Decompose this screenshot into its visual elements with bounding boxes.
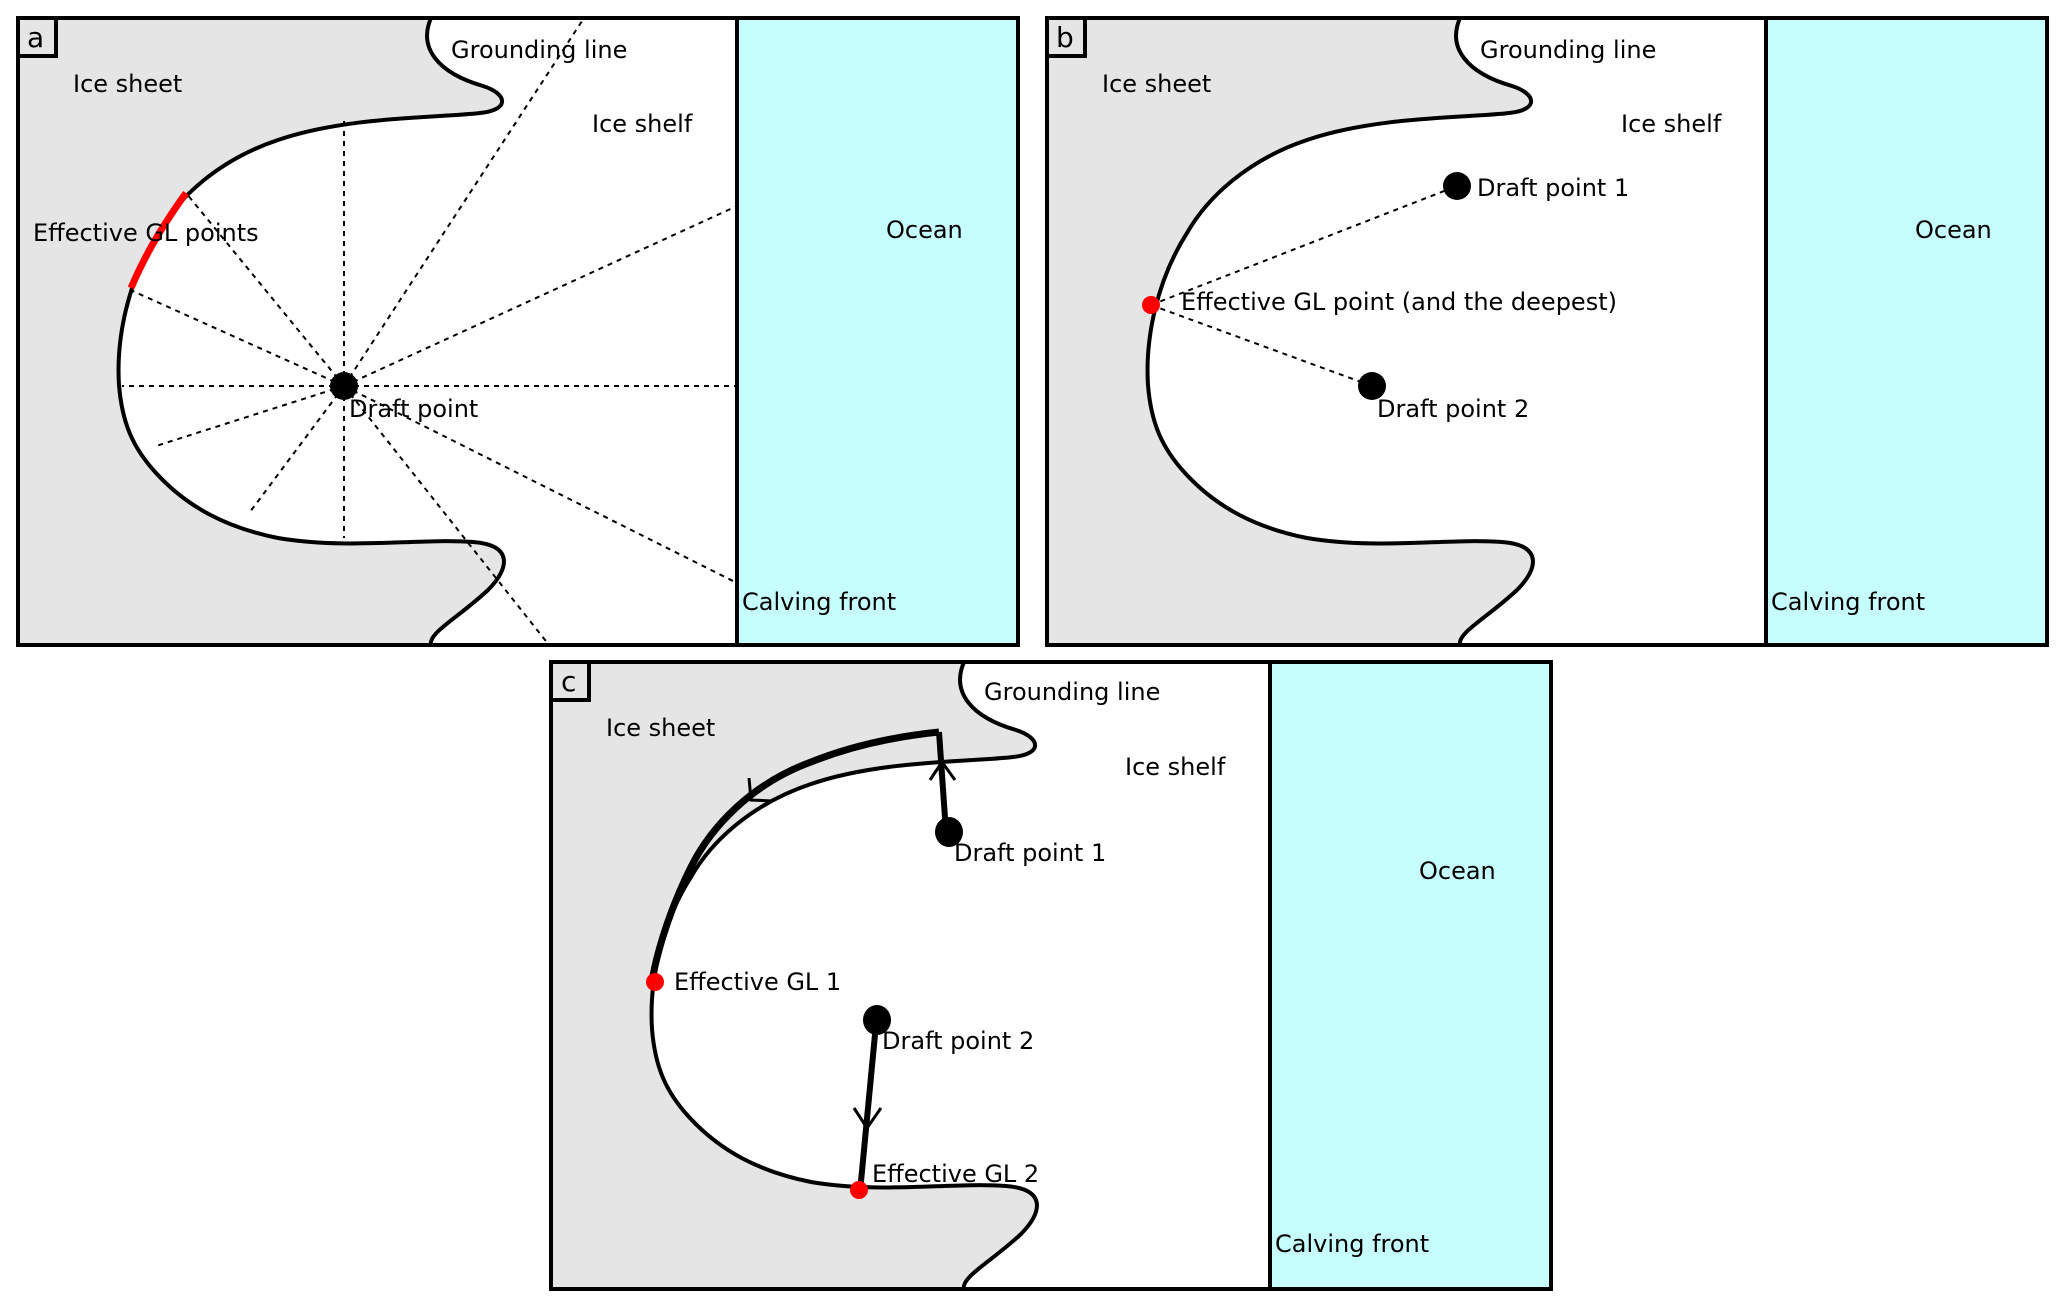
panel-tag-box bbox=[16, 16, 58, 58]
draft-point-2-label: Draft point 2 bbox=[882, 1027, 1034, 1055]
traced-gl-path bbox=[648, 728, 940, 983]
effective-gl-1-point bbox=[646, 973, 664, 991]
ray bbox=[343, 17, 585, 387]
ocean-area bbox=[1766, 18, 2047, 645]
ray bbox=[343, 385, 738, 584]
effective-gl-arc bbox=[127, 190, 189, 290]
ocean-area bbox=[737, 18, 1018, 645]
grounding-line-label: Grounding line bbox=[451, 36, 627, 64]
ice-sheet-label: Ice sheet bbox=[1102, 70, 1211, 98]
draft-1-arrow-icon bbox=[928, 759, 957, 781]
draft-point-1-label: Draft point 1 bbox=[1477, 174, 1629, 202]
draft-point-label: Draft point bbox=[349, 395, 478, 423]
calving-front-label: Calving front bbox=[1771, 588, 1925, 616]
effective-gl-2-point bbox=[850, 1181, 868, 1199]
ray bbox=[155, 385, 345, 447]
effective-gl-label: Effective GL point (and the deepest) bbox=[1181, 288, 1617, 316]
panel-c: c Ice sheet Grounding line Ice shelf Oce… bbox=[549, 660, 1553, 1291]
panel-a: a Ice sheet Grounding line Ice shelf Oce… bbox=[16, 16, 1020, 647]
draft-point-2-label: Draft point 2 bbox=[1377, 395, 1529, 423]
grounding-line-label: Grounding line bbox=[984, 678, 1160, 706]
ice-shelf-label: Ice shelf bbox=[592, 110, 693, 138]
draft-point-1 bbox=[935, 817, 963, 847]
ice-sheet-label: Ice sheet bbox=[606, 714, 715, 742]
ray bbox=[343, 205, 738, 387]
draft-point-2 bbox=[1358, 372, 1386, 400]
ice-sheet-label: Ice sheet bbox=[73, 70, 182, 98]
ray bbox=[249, 385, 345, 513]
grounding-line-label: Grounding line bbox=[1480, 36, 1656, 64]
search-rays bbox=[1150, 185, 1458, 387]
draft-1-path bbox=[936, 731, 949, 833]
panel-tag-box bbox=[1045, 16, 1087, 58]
ray-draft-1 bbox=[1150, 185, 1458, 306]
effective-gl-2-label: Effective GL 2 bbox=[872, 1160, 1039, 1188]
ocean-label: Ocean bbox=[1419, 857, 1496, 885]
draft-2-arrow-icon bbox=[852, 1107, 883, 1131]
ocean-area bbox=[1270, 662, 1551, 1289]
panel-tag: a bbox=[27, 21, 44, 54]
draft-point bbox=[330, 372, 358, 400]
ray bbox=[185, 192, 345, 387]
panel-frame bbox=[16, 16, 1020, 647]
search-rays bbox=[122, 17, 738, 646]
draft-point-1-label: Draft point 1 bbox=[954, 839, 1106, 867]
gl-path-arrow-icon bbox=[747, 777, 774, 803]
ocean-label: Ocean bbox=[886, 216, 963, 244]
draft-point-2 bbox=[863, 1005, 891, 1035]
ice-shelf-label: Ice shelf bbox=[1621, 110, 1722, 138]
panel-tag-box bbox=[549, 660, 591, 702]
ice-shelf-label: Ice shelf bbox=[1125, 753, 1226, 781]
panel-frame bbox=[549, 660, 1553, 1291]
effective-gl-point bbox=[1142, 296, 1160, 314]
draft-point-1 bbox=[1443, 172, 1471, 200]
draft-2-path bbox=[857, 1023, 879, 1193]
effective-gl-label: Effective GL points bbox=[33, 219, 259, 247]
panel-b: b Ice sheet Grounding line Ice shelf Oce… bbox=[1045, 16, 2049, 647]
panel-tag: b bbox=[1056, 21, 1074, 54]
panel-tag: c bbox=[561, 665, 576, 698]
calving-front-label: Calving front bbox=[742, 588, 896, 616]
panel-frame bbox=[1045, 16, 2049, 647]
effective-gl-1-label: Effective GL 1 bbox=[674, 968, 841, 996]
ocean-label: Ocean bbox=[1915, 216, 1992, 244]
calving-front-label: Calving front bbox=[1275, 1230, 1429, 1258]
